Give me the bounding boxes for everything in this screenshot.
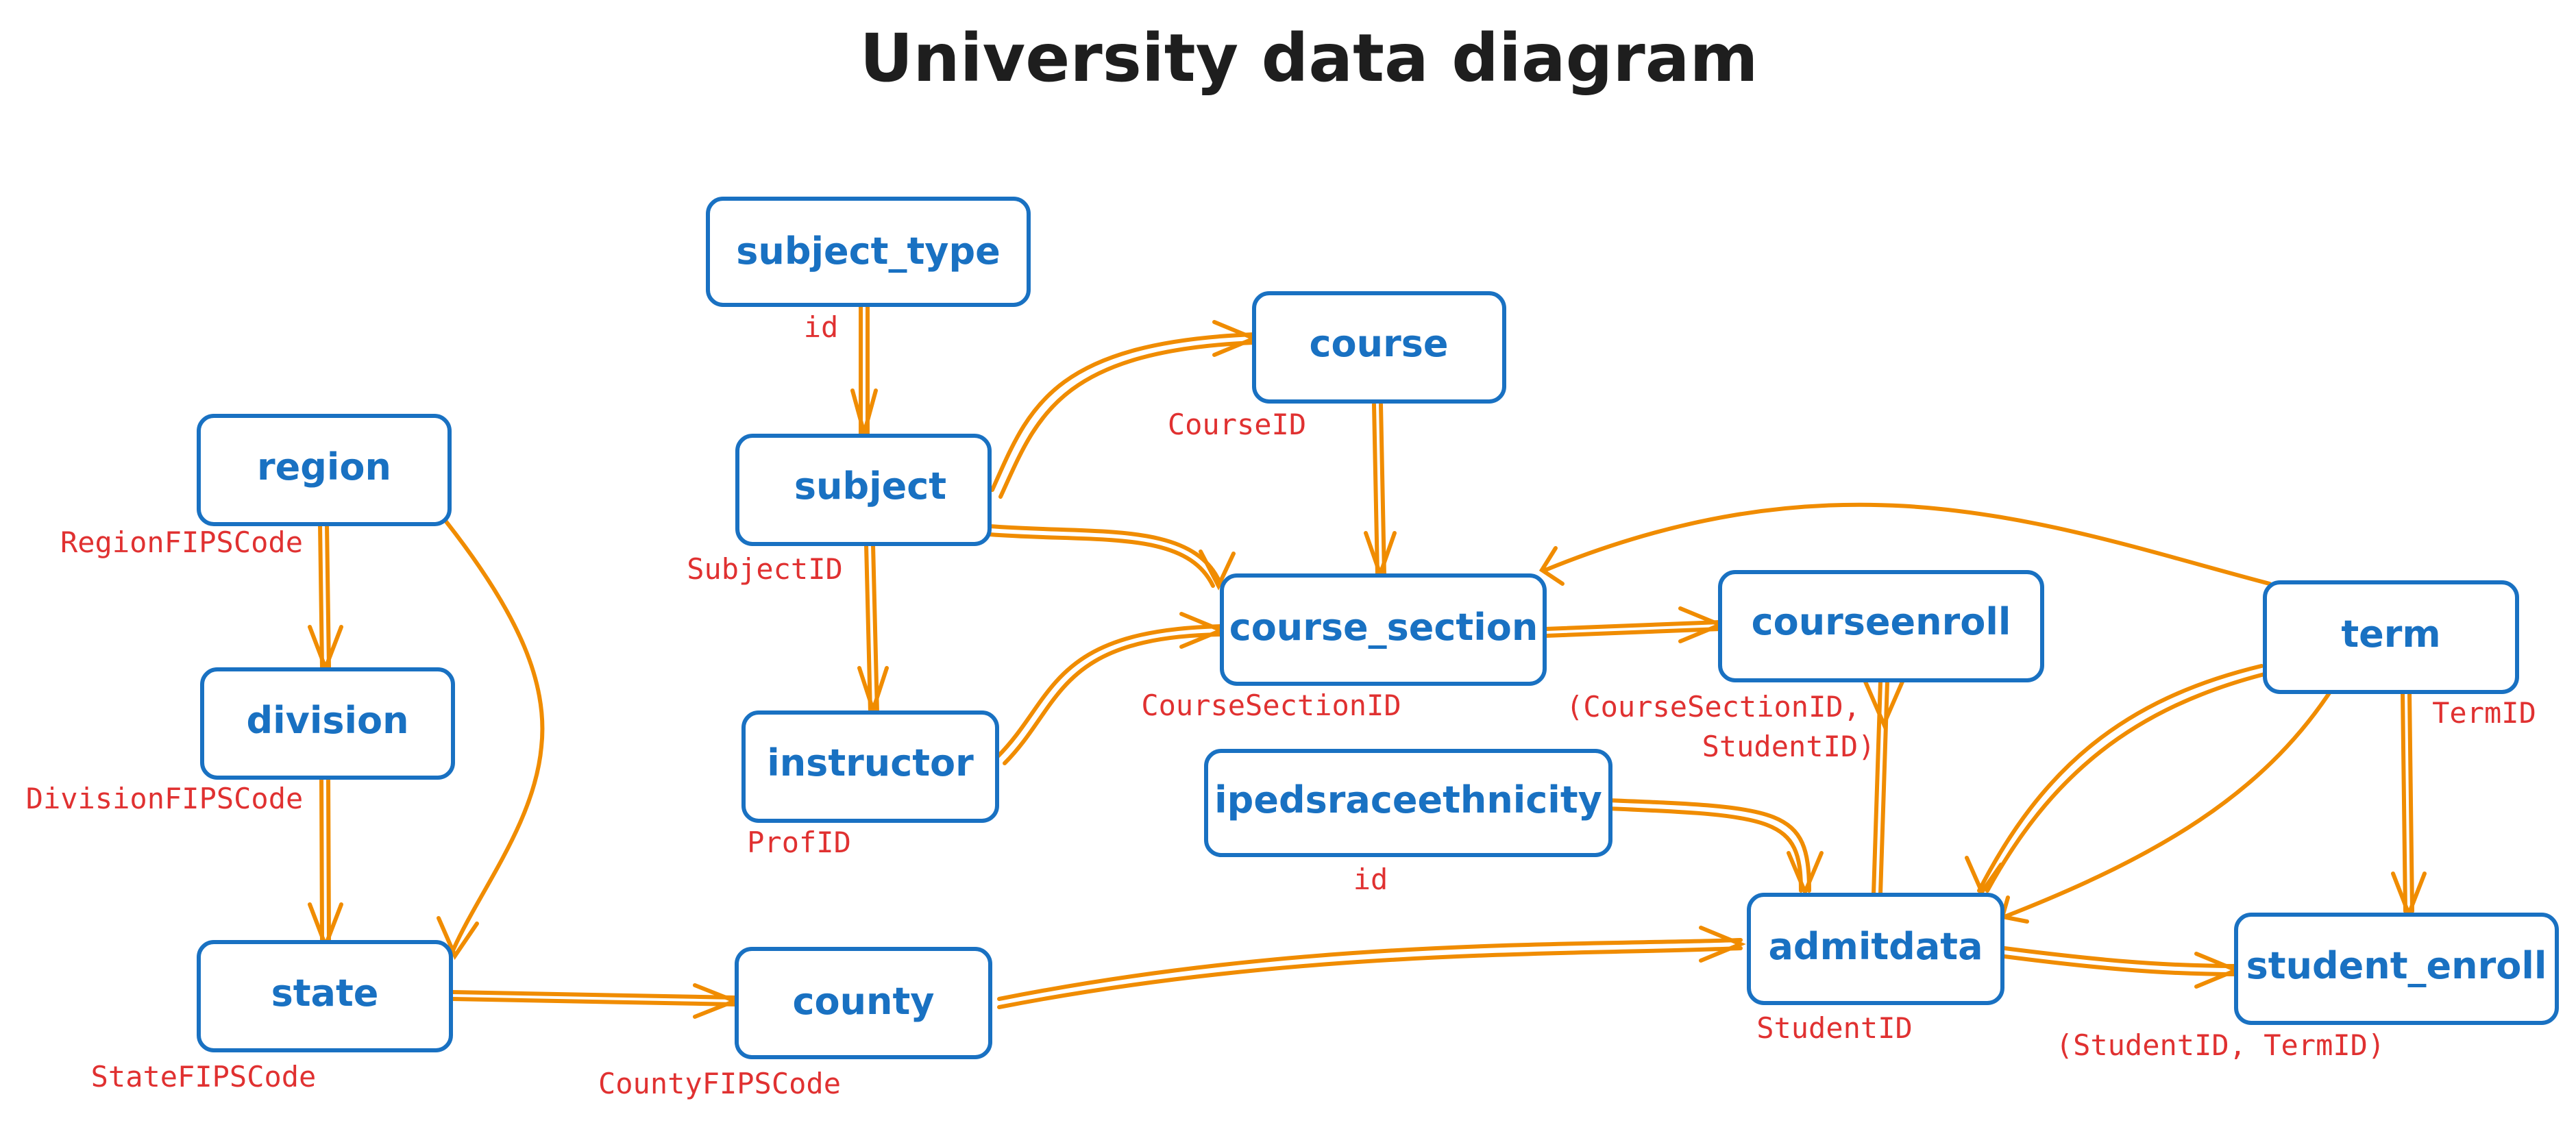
rel-subject-instructor: [857, 543, 889, 717]
entity-courseenroll: courseenroll (CourseSectionID, StudentID…: [1566, 570, 2044, 763]
rel-term-course-section: [1538, 502, 2272, 586]
key-label: (StudentID, TermID): [2056, 1028, 2385, 1062]
entity-subject: subject SubjectID: [687, 434, 992, 586]
crow-foot-icon: [1699, 926, 1746, 963]
entity-label: admitdata: [1768, 925, 1983, 968]
entity-instructor: instructor ProfID: [741, 710, 999, 859]
entity-label: course: [1310, 322, 1449, 365]
key-label: CountyFIPSCode: [598, 1067, 841, 1100]
rel-admitdata-student-enroll: [2002, 946, 2242, 989]
entity-label: division: [246, 699, 408, 742]
key-label: StateFIPSCode: [91, 1060, 317, 1093]
crow-foot-icon: [1212, 320, 1260, 357]
rel-subject-type-subject: [850, 303, 878, 441]
crow-foot-icon: [857, 666, 889, 717]
key-label: (CourseSectionID,: [1566, 690, 1861, 724]
rel-course-course-section: [1364, 402, 1397, 581]
entity-course-section: course_section CourseSectionID: [1141, 573, 1547, 722]
entity-label: subject: [794, 465, 946, 508]
entity-subject-type: subject_type id: [706, 197, 1031, 344]
rel-county-admitdata: [997, 926, 1746, 1009]
key-label: RegionFIPSCode: [60, 526, 303, 559]
crow-foot-icon: [1965, 856, 2003, 897]
entity-student-enroll: student_enroll (StudentID, TermID): [2056, 913, 2559, 1062]
key-label: CourseSectionID: [1141, 689, 1401, 722]
entity-label: term: [2341, 613, 2440, 656]
entity-label: subject_type: [736, 230, 1001, 273]
crow-foot-icon: [1364, 531, 1397, 581]
crow-foot-icon: [850, 388, 878, 441]
crow-foot-icon: [1199, 549, 1236, 591]
key-label: DivisionFIPSCode: [26, 782, 304, 815]
diagram-title: University data diagram: [859, 20, 1758, 97]
entity-label: region: [257, 445, 391, 489]
crow-foot-icon: [2391, 871, 2427, 920]
entity-box: [200, 667, 455, 780]
key-label: TermID: [2432, 696, 2536, 730]
entity-box: [2263, 580, 2519, 694]
entity-box: [2234, 913, 2559, 1025]
entity-label: course_section: [1229, 606, 1538, 649]
entity-box: [1252, 291, 1506, 404]
rel-term-admitdata: [1965, 664, 2332, 924]
key-label: SubjectID: [687, 552, 843, 586]
crow-foot-icon: [308, 902, 343, 952]
rel-term-student-enroll: [2391, 690, 2427, 920]
entity-division: division DivisionFIPSCode: [26, 667, 455, 815]
rel-region-division: [308, 522, 343, 674]
entity-box: [741, 710, 999, 823]
key-label: StudentID): [1702, 730, 1876, 763]
entity-region: region RegionFIPSCode: [60, 414, 452, 559]
crow-foot-icon: [437, 916, 479, 961]
entity-label: state: [271, 972, 379, 1015]
rel-state-county: [450, 983, 741, 1019]
entity-box: [735, 434, 992, 546]
entity-box: [1718, 570, 2044, 682]
key-label: id: [804, 310, 839, 344]
entity-county: county CountyFIPSCode: [598, 947, 992, 1100]
entity-box: [197, 414, 452, 526]
crow-foot-icon: [1863, 680, 1904, 730]
crow-foot-icon: [308, 625, 343, 674]
entity-box: [1204, 749, 1612, 857]
crow-foot-icon: [1538, 546, 1565, 586]
key-label: CourseID: [1168, 408, 1306, 441]
entity-label: ipedsraceethnicity: [1214, 778, 1602, 821]
entity-box: [197, 940, 453, 1052]
entity-box: [735, 947, 992, 1059]
entity-admitdata: admitdata StudentID: [1747, 893, 2004, 1045]
entity-label: instructor: [767, 741, 974, 784]
entity-label: county: [792, 980, 934, 1023]
rel-region-state: [437, 519, 545, 961]
rel-courseenroll-admitdata: [1863, 680, 1904, 896]
entity-box: [706, 197, 1031, 307]
key-label: id: [1353, 863, 1388, 896]
entity-state: state StateFIPSCode: [91, 940, 453, 1093]
entity-box: [1220, 573, 1547, 686]
key-label: ProfID: [747, 826, 851, 859]
relationship-lines: [308, 303, 2427, 1019]
crow-foot-icon: [1787, 851, 1824, 898]
rel-course-section-courseenroll: [1543, 606, 1726, 643]
entity-course: course CourseID: [1168, 291, 1506, 441]
rel-ipedsraceethnicity-admitdata: [1605, 798, 1824, 898]
rel-subject-course-section: [988, 524, 1236, 591]
entity-ipedsraceethnicity: ipedsraceethnicity id: [1204, 749, 1612, 896]
crow-foot-icon: [1179, 612, 1227, 649]
entity-label: courseenroll: [1752, 600, 2011, 643]
entity-label: student_enroll: [2246, 944, 2547, 987]
crow-foot-icon: [693, 983, 741, 1019]
entity-box: [1747, 893, 2004, 1005]
entity-term: term TermID: [2263, 580, 2536, 730]
rel-division-state: [308, 776, 343, 952]
key-label: StudentID: [1756, 1011, 1913, 1045]
crow-foot-icon: [2194, 952, 2242, 989]
